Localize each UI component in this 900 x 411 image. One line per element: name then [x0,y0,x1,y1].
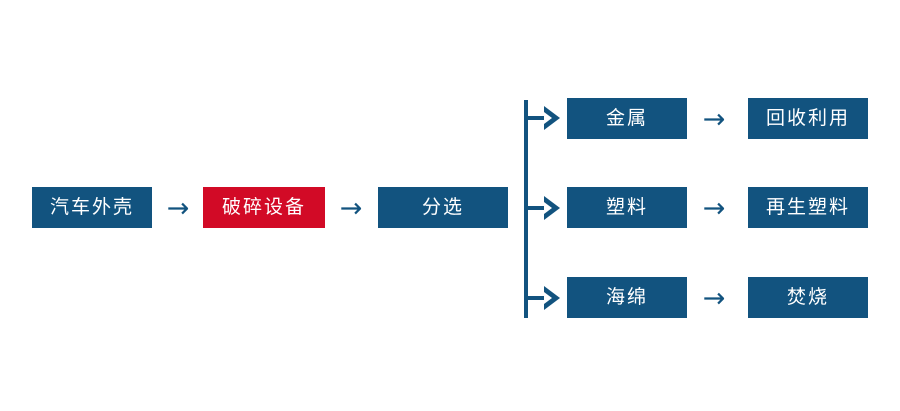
node-input[interactable]: 汽车外壳 [32,187,152,228]
arrow-right-icon-metal-to-recycle: → [702,103,726,135]
branch-connector-plastic [526,196,572,220]
node-destination-recycle[interactable]: 回收利用 [748,98,868,139]
node-destination-regenerated-plastic[interactable]: 再生塑料 [748,187,868,228]
node-sorting[interactable]: 分选 [378,187,508,228]
arrow-head-notch-plastic [544,202,552,214]
arrow-right-icon-shredder-to-sorting: → [339,192,363,224]
arrow-right-icon-sponge-to-incineration: → [702,282,726,314]
arrow-right-icon-plastic-to-regenerated: → [702,192,726,224]
node-destination-incineration[interactable]: 焚烧 [748,277,868,318]
branch-connector-metal [526,106,572,130]
branch-stem-plastic [526,206,552,210]
node-shredder[interactable]: 破碎设备 [203,187,325,228]
node-material-plastic[interactable]: 塑料 [567,187,687,228]
arrow-head-notch-metal [544,112,552,124]
branch-connector-sponge [526,286,572,310]
arrow-right-icon-input-to-shredder: → [166,192,190,224]
arrow-head-notch-sponge [544,292,552,304]
branch-stem-metal [526,116,552,120]
branch-stem-sponge [526,296,552,300]
node-material-sponge[interactable]: 海绵 [567,277,687,318]
node-material-metal[interactable]: 金属 [567,98,687,139]
